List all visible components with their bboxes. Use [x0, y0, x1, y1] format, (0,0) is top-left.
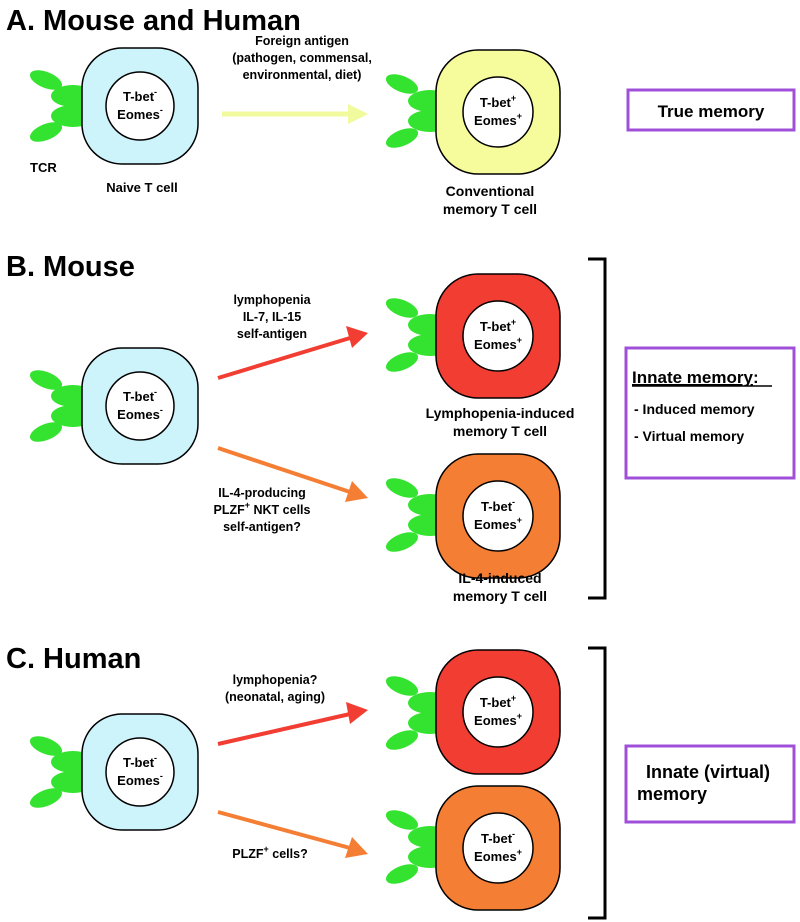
lympho-label-1: Lymphopenia-induced — [426, 405, 575, 421]
innate-virtual-memory-box — [624, 744, 796, 824]
section-a-title: A. Mouse and Human — [6, 5, 301, 37]
lymphopenia-arrow-c — [217, 702, 368, 746]
arrow-c1-label-2: (neonatal, aging) — [225, 690, 325, 704]
svg-text:T-bet-: T-bet- — [481, 829, 515, 846]
arrow-c2-label: PLZF+ cells? — [232, 844, 307, 861]
il4-arrow-b — [217, 446, 368, 502]
innate-memory-title: Innate memory: — [632, 368, 759, 387]
lymphopenia-arrow-b — [217, 326, 368, 380]
arrow-b2-label-1: IL-4-producing — [218, 486, 306, 500]
svg-text:T-bet-: T-bet- — [481, 497, 515, 514]
innate-item-2: - Virtual memory — [634, 428, 744, 444]
true-memory-box — [626, 88, 796, 132]
svg-text:T-bet+: T-bet+ — [480, 317, 516, 334]
naive-t-cell-c: T-bet- Eomes- — [29, 713, 199, 831]
il4-label-2: memory T cell — [453, 588, 547, 604]
svg-text:T-bet-: T-bet- — [123, 387, 157, 404]
arrow-b2-label-3: self-antigen? — [223, 520, 301, 534]
arrow-b1-label-2: IL-7, IL-15 — [243, 310, 301, 324]
bracket-b — [588, 257, 607, 600]
arrow-c1-label-1: lymphopenia? — [233, 673, 318, 687]
il4-induced-t-cell-b: T-bet- Eomes+ — [385, 453, 561, 579]
il4-induced-t-cell-c: T-bet- Eomes+ — [385, 785, 561, 911]
svg-text:Eomes-: Eomes- — [117, 105, 163, 122]
svg-text:T-bet-: T-bet- — [123, 87, 157, 104]
naive-cell-label: Naive T cell — [106, 180, 178, 195]
svg-text:Eomes+: Eomes+ — [474, 335, 522, 352]
arrow-b1-label-1: lymphopenia — [233, 293, 311, 307]
arrow-b1-label-3: self-antigen — [237, 327, 307, 341]
plzf-arrow-c — [217, 810, 368, 858]
foreign-antigen-arrow — [222, 104, 368, 124]
conventional-memory-t-cell: T-bet+ Eomes+ — [385, 49, 561, 175]
svg-text:Eomes-: Eomes- — [117, 405, 163, 422]
section-c-title: C. Human — [6, 643, 141, 675]
svg-text:Eomes+: Eomes+ — [474, 711, 522, 728]
arrow-a-label-1: Foreign antigen — [255, 34, 349, 48]
svg-text:Eomes-: Eomes- — [117, 771, 163, 788]
naive-t-cell-a: T-bet- Eomes- — [29, 47, 199, 165]
innate-virtual-label-1: Innate (virtual) — [646, 762, 770, 782]
naive-t-cell-b: T-bet- Eomes- — [29, 347, 199, 465]
svg-text:Eomes+: Eomes+ — [474, 111, 522, 128]
tcr-label: TCR — [30, 160, 57, 175]
il4-label-1: IL-4-induced — [458, 570, 541, 586]
svg-text:Eomes+: Eomes+ — [474, 515, 522, 532]
arrow-a-label-2: (pathogen, commensal, — [232, 51, 372, 65]
arrow-b2-label-2: PLZF+ NKT cells — [214, 500, 311, 517]
section-b-title: B. Mouse — [6, 251, 135, 283]
svg-text:T-bet+: T-bet+ — [480, 693, 516, 710]
svg-text:T-bet+: T-bet+ — [480, 93, 516, 110]
conventional-label-2: memory T cell — [443, 201, 537, 217]
arrow-a-label-3: environmental, diet) — [243, 68, 362, 82]
true-memory-label: True memory — [658, 102, 765, 121]
lymphopenia-induced-t-cell-c: T-bet+ Eomes+ — [385, 649, 561, 775]
svg-text:T-bet-: T-bet- — [123, 753, 157, 770]
lympho-label-2: memory T cell — [453, 423, 547, 439]
innate-memory-box — [624, 346, 796, 480]
conventional-label-1: Conventional — [446, 183, 535, 199]
lymphopenia-induced-t-cell-b: T-bet+ Eomes+ — [385, 273, 561, 399]
bracket-c — [588, 646, 607, 920]
svg-text:Eomes+: Eomes+ — [474, 847, 522, 864]
innate-item-1: - Induced memory — [634, 401, 755, 417]
innate-virtual-label-2: memory — [637, 784, 707, 804]
